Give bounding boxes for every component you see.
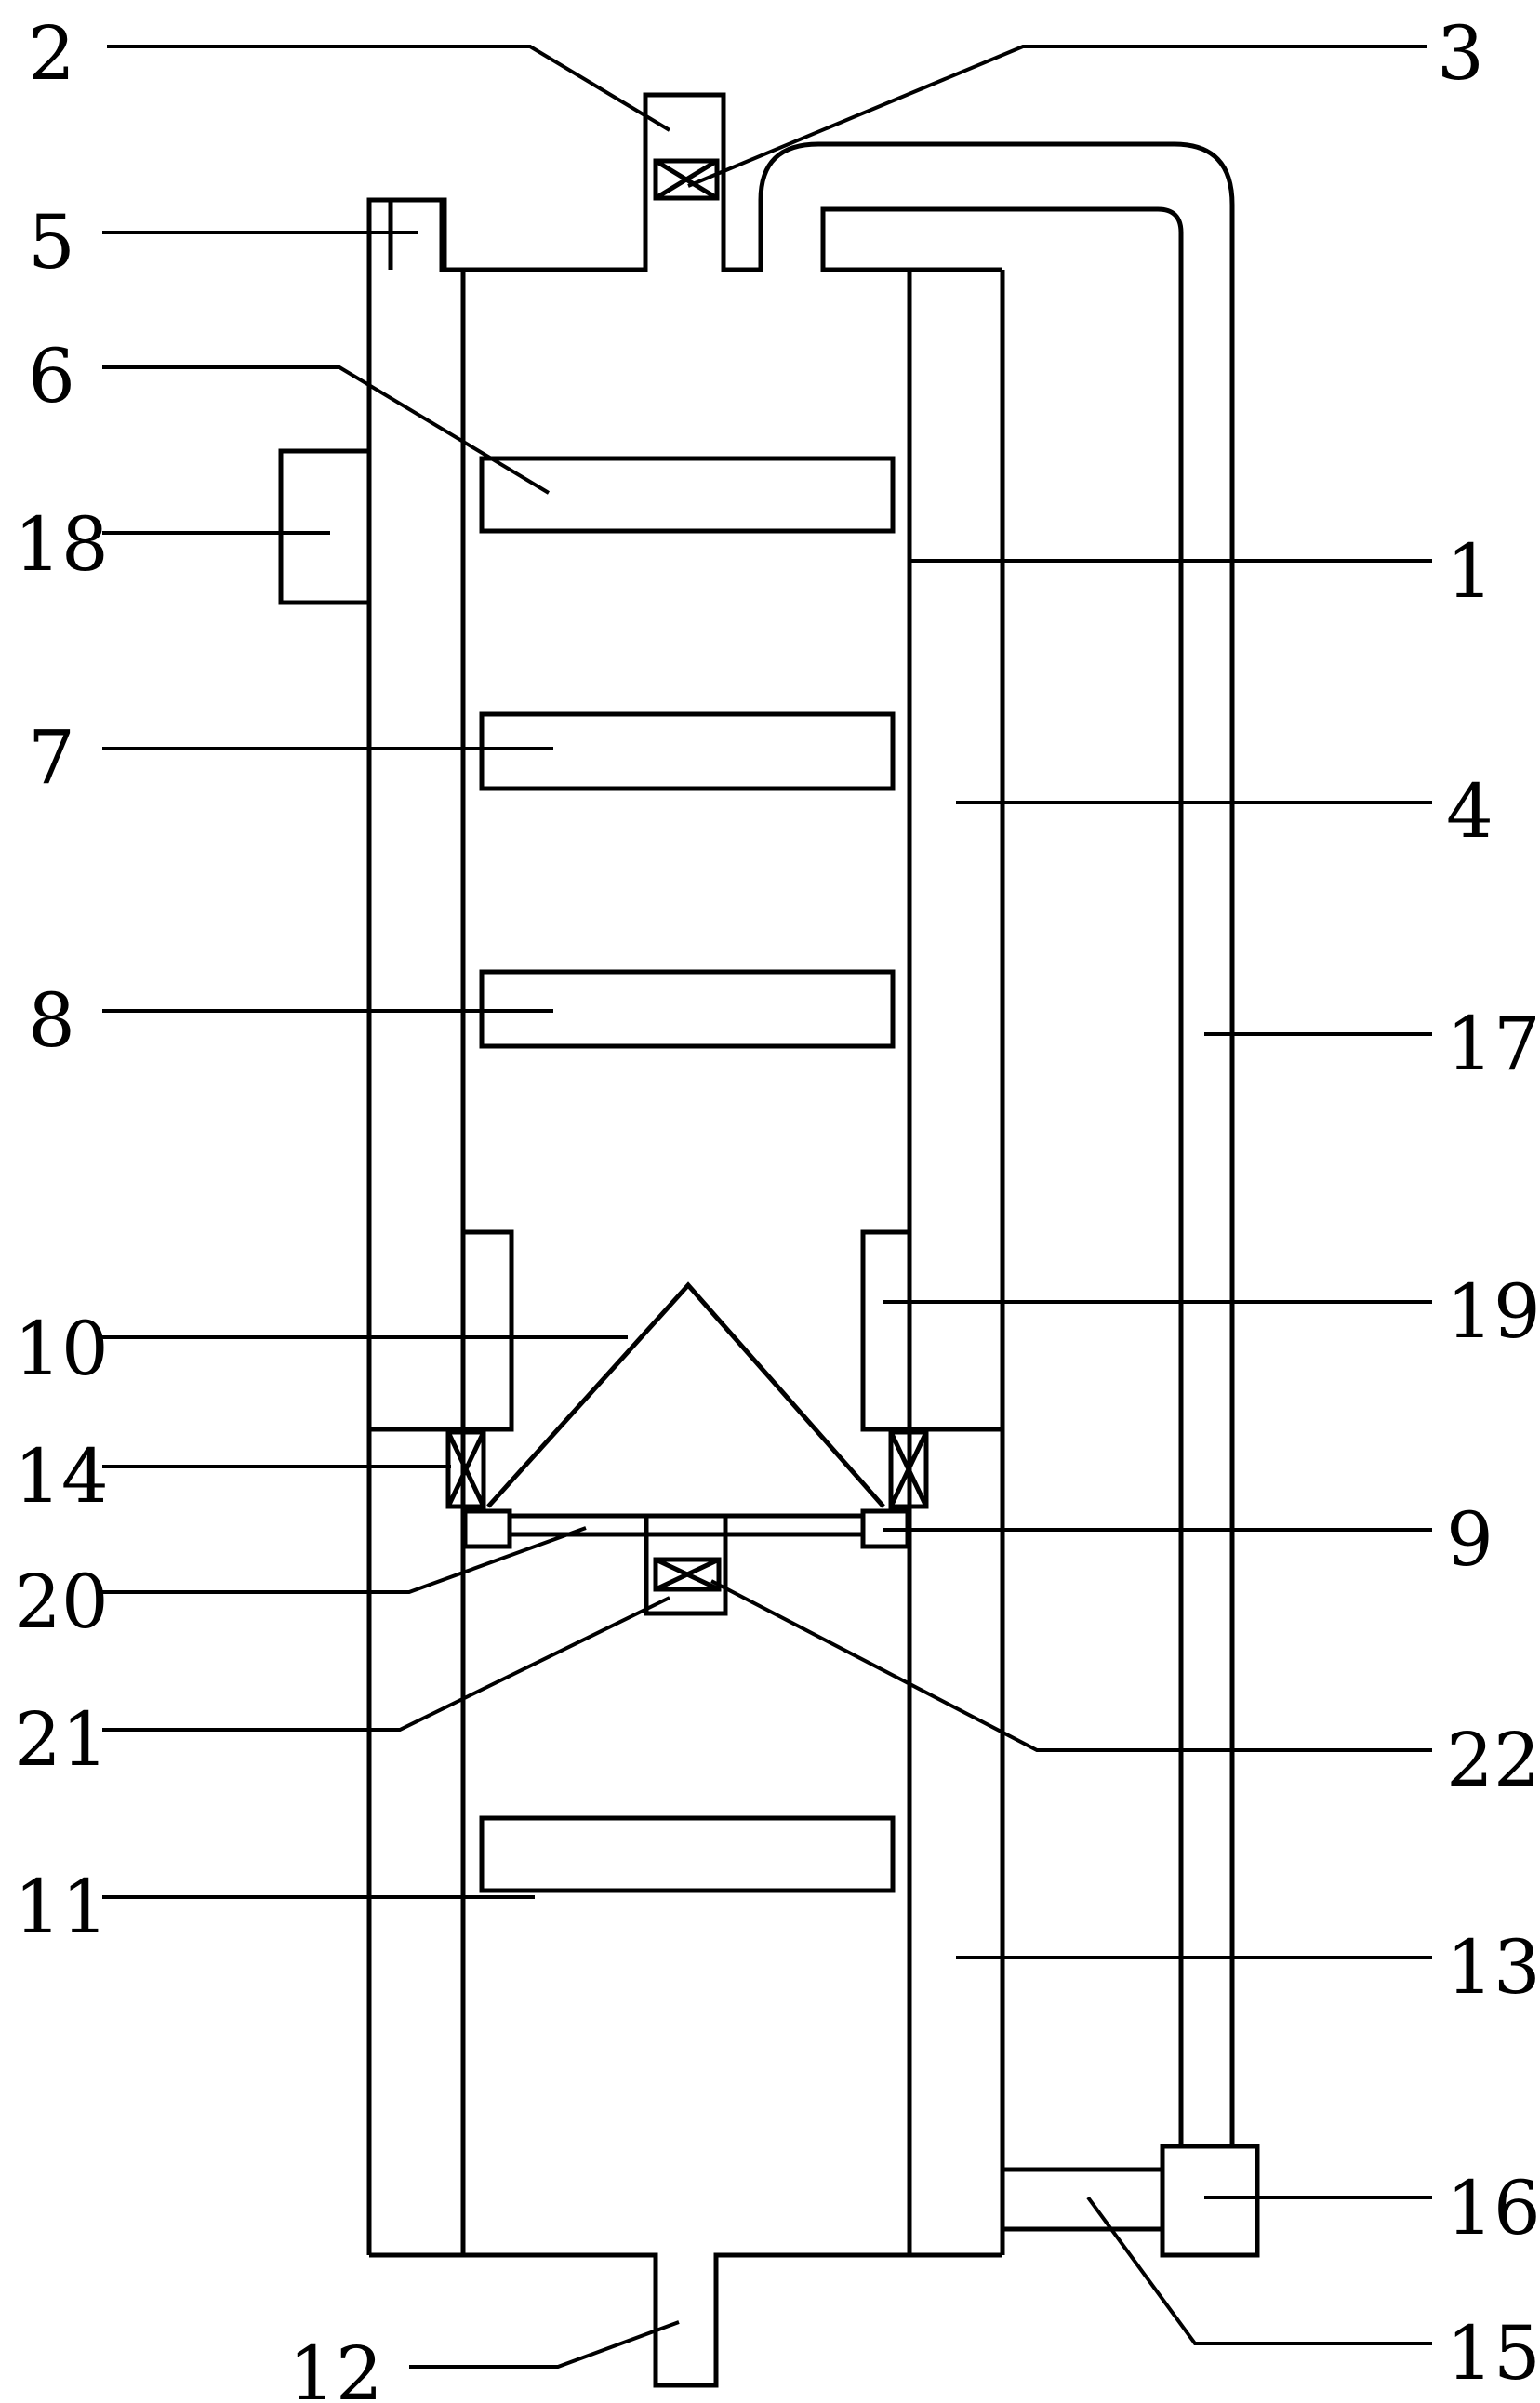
label-17: 17 — [1446, 1001, 1540, 1087]
label-10: 10 — [14, 1306, 109, 1392]
pump-16 — [1160, 2144, 1260, 2258]
block-left — [462, 1508, 512, 1549]
valve-14-right-cross — [888, 1430, 929, 1508]
tray-11 — [479, 1815, 896, 1893]
rod-20 — [510, 1513, 863, 1537]
pipe-17-outer — [758, 141, 1235, 2146]
leader-2 — [107, 45, 671, 132]
label-2: 2 — [28, 10, 75, 97]
leader-22 — [710, 1579, 1432, 1752]
motor-21 — [644, 1513, 728, 1616]
label-12: 12 — [288, 2330, 383, 2403]
label-20: 20 — [14, 1559, 109, 1645]
label-14: 14 — [14, 1433, 109, 1520]
label-9: 9 — [1446, 1496, 1494, 1583]
inlet-5 — [388, 197, 447, 270]
label-15: 15 — [1446, 2310, 1540, 2396]
label-18: 18 — [14, 501, 109, 588]
valve-14-left — [445, 1429, 486, 1509]
reference-labels: 2 3 5 6 18 1 7 4 8 17 10 19 14 9 20 21 2… — [14, 10, 1540, 2403]
label-1: 1 — [1446, 528, 1494, 615]
label-7: 7 — [28, 714, 75, 801]
valve-14-right — [888, 1429, 929, 1509]
bracket-left — [460, 1229, 514, 1432]
label-16: 16 — [1446, 2165, 1540, 2251]
leader-lines — [102, 45, 1432, 2369]
label-21: 21 — [14, 1696, 109, 1783]
label-13: 13 — [1446, 1924, 1540, 2011]
label-11: 11 — [14, 1864, 109, 1950]
pipe-15 — [1002, 2167, 1162, 2232]
label-3: 3 — [1437, 10, 1484, 97]
valve-14-left-cross — [445, 1430, 486, 1508]
valve-3-cross — [654, 158, 719, 201]
leader-12 — [409, 2320, 680, 2369]
leader-6 — [102, 365, 551, 495]
label-8: 8 — [28, 977, 75, 1064]
apparatus-structure — [278, 92, 1260, 2388]
valve-22 — [653, 1557, 722, 1592]
label-22: 22 — [1446, 1717, 1540, 1803]
tray-6 — [479, 456, 896, 534]
leader-15 — [1086, 2196, 1432, 2345]
leader-20 — [102, 1526, 587, 1594]
valve-22-cross — [654, 1557, 721, 1592]
vessel-bottom-wall — [369, 2252, 1002, 2388]
label-5: 5 — [28, 199, 75, 285]
cone-10 — [486, 1281, 885, 1508]
leader-3 — [687, 45, 1427, 188]
bracket-19 — [860, 1229, 912, 1432]
pipe-17-inner — [820, 206, 1184, 2146]
label-4: 4 — [1446, 768, 1494, 855]
leader-21 — [102, 1596, 670, 1732]
valve-3 — [653, 158, 720, 201]
label-19: 19 — [1446, 1268, 1540, 1355]
tray-7 — [479, 711, 896, 791]
heater-18 — [278, 448, 372, 605]
label-6: 6 — [28, 333, 75, 419]
